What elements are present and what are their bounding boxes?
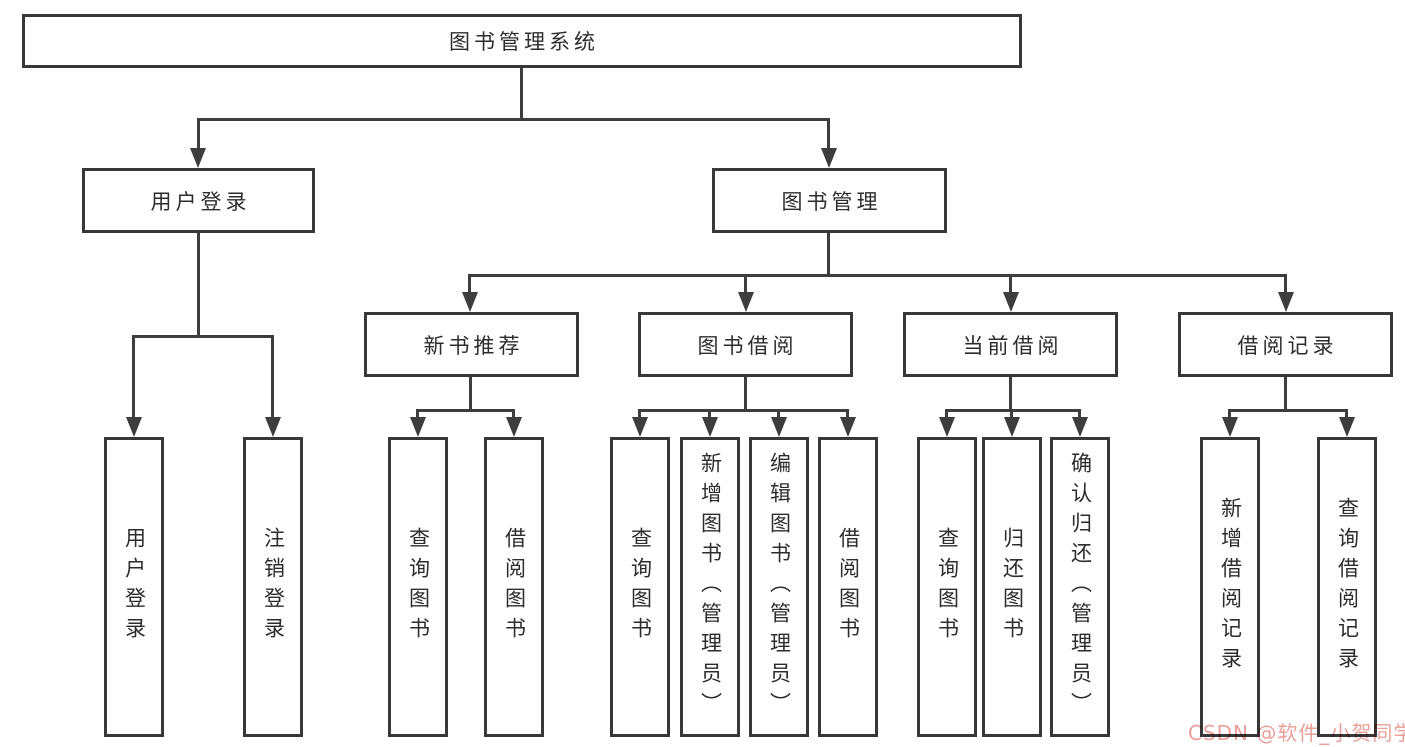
connector-line (1078, 409, 1081, 423)
leaf-current-return-label: 归还图书 (1000, 527, 1025, 647)
connector-line (1009, 377, 1012, 411)
connector-line (469, 377, 472, 411)
connector-line (777, 409, 780, 423)
arrow-down-icon (939, 417, 955, 437)
leaf-records-add: 新增借阅记录 (1200, 437, 1260, 737)
arrow-down-icon (1339, 417, 1355, 437)
node-user-login: 用户登录 (82, 168, 315, 233)
leaf-logout: 注销登录 (243, 437, 303, 737)
connector-line (638, 409, 641, 423)
leaf-newbook-query: 查询图书 (388, 437, 448, 737)
connector-line (945, 409, 1081, 412)
leaf-borrow-query-label: 查询图书 (628, 527, 653, 647)
node-borrow-records-label: 借阅记录 (1237, 333, 1338, 358)
arrow-down-icon (126, 417, 142, 437)
connector-line (512, 409, 515, 423)
connector-line (1284, 274, 1287, 298)
leaf-user-login: 用户登录 (104, 437, 164, 737)
leaf-records-query-label: 查询借阅记录 (1335, 497, 1360, 677)
node-root-label: 图书管理系统 (449, 30, 599, 54)
leaf-newbook-query-label: 查询图书 (406, 527, 431, 647)
arrow-down-icon (506, 417, 522, 437)
arrow-down-icon (1003, 292, 1019, 312)
leaf-newbook-borrow: 借阅图书 (484, 437, 544, 737)
arrow-down-icon (190, 148, 206, 168)
leaf-borrow-edit-admin-label: 编辑图书（管理员） (767, 452, 792, 722)
leaf-borrow-query: 查询图书 (610, 437, 670, 737)
connector-line (416, 409, 515, 412)
arrow-down-icon (1222, 417, 1238, 437)
node-current-borrow-label: 当前借阅 (962, 333, 1063, 358)
leaf-current-confirm-admin: 确认归还（管理员） (1050, 437, 1110, 737)
connector-line (132, 335, 274, 338)
node-current-borrow: 当前借阅 (903, 312, 1118, 377)
leaf-borrow-borrow-label: 借阅图书 (836, 527, 861, 647)
arrow-down-icon (821, 148, 837, 168)
connector-line (197, 233, 200, 338)
connector-line (708, 409, 711, 423)
leaf-borrow-add-admin-label: 新增图书（管理员） (698, 452, 723, 722)
connector-line (1345, 409, 1348, 423)
arrow-down-icon (1072, 417, 1088, 437)
node-book-management-label: 图书管理 (781, 189, 882, 214)
connector-line (468, 274, 1287, 277)
connector-line (638, 409, 849, 412)
arrow-down-icon (738, 292, 754, 312)
connector-line (744, 274, 747, 298)
arrow-down-icon (771, 417, 787, 437)
node-book-borrow: 图书借阅 (638, 312, 853, 377)
leaf-current-return: 归还图书 (982, 437, 1042, 737)
connector-line (1228, 409, 1231, 423)
connector-line (945, 409, 948, 423)
connector-line (271, 335, 274, 423)
arrow-down-icon (702, 417, 718, 437)
leaf-newbook-borrow-label: 借阅图书 (502, 527, 527, 647)
leaf-current-query: 查询图书 (917, 437, 977, 737)
csdn-watermark: CSDN @软件_小贺同学 (1188, 721, 1405, 745)
connector-line (846, 409, 849, 423)
leaf-user-login-label: 用户登录 (122, 527, 147, 647)
node-new-book-recommend-label: 新书推荐 (423, 333, 524, 358)
arrow-down-icon (462, 292, 478, 312)
arrow-down-icon (265, 417, 281, 437)
leaf-records-query: 查询借阅记录 (1317, 437, 1377, 737)
connector-line (1009, 274, 1012, 298)
leaf-borrow-borrow: 借阅图书 (818, 437, 878, 737)
connector-line (1284, 377, 1287, 411)
arrow-down-icon (840, 417, 856, 437)
arrow-down-icon (410, 417, 426, 437)
arrow-down-icon (632, 417, 648, 437)
node-root: 图书管理系统 (22, 14, 1022, 68)
leaf-current-confirm-admin-label: 确认归还（管理员） (1068, 452, 1093, 722)
arrow-down-icon (1278, 292, 1294, 312)
connector-line (827, 118, 830, 154)
leaf-borrow-add-admin: 新增图书（管理员） (680, 437, 740, 737)
leaf-current-query-label: 查询图书 (935, 527, 960, 647)
connector-line (416, 409, 419, 423)
node-new-book-recommend: 新书推荐 (364, 312, 579, 377)
leaf-borrow-edit-admin: 编辑图书（管理员） (749, 437, 809, 737)
connector-line (1010, 409, 1013, 423)
node-book-management: 图书管理 (712, 168, 947, 233)
leaf-records-add-label: 新增借阅记录 (1218, 497, 1243, 677)
leaf-logout-label: 注销登录 (261, 527, 286, 647)
connector-line (827, 233, 830, 277)
connector-line (1228, 409, 1348, 412)
connector-line (744, 377, 747, 411)
node-user-login-label: 用户登录 (150, 189, 251, 214)
connector-line (132, 335, 135, 423)
node-borrow-records: 借阅记录 (1178, 312, 1393, 377)
connector-line (197, 118, 830, 121)
connector-line (468, 274, 471, 298)
connector-line (197, 118, 200, 154)
connector-line (520, 68, 523, 121)
node-book-borrow-label: 图书借阅 (697, 333, 798, 358)
arrow-down-icon (1004, 417, 1020, 437)
